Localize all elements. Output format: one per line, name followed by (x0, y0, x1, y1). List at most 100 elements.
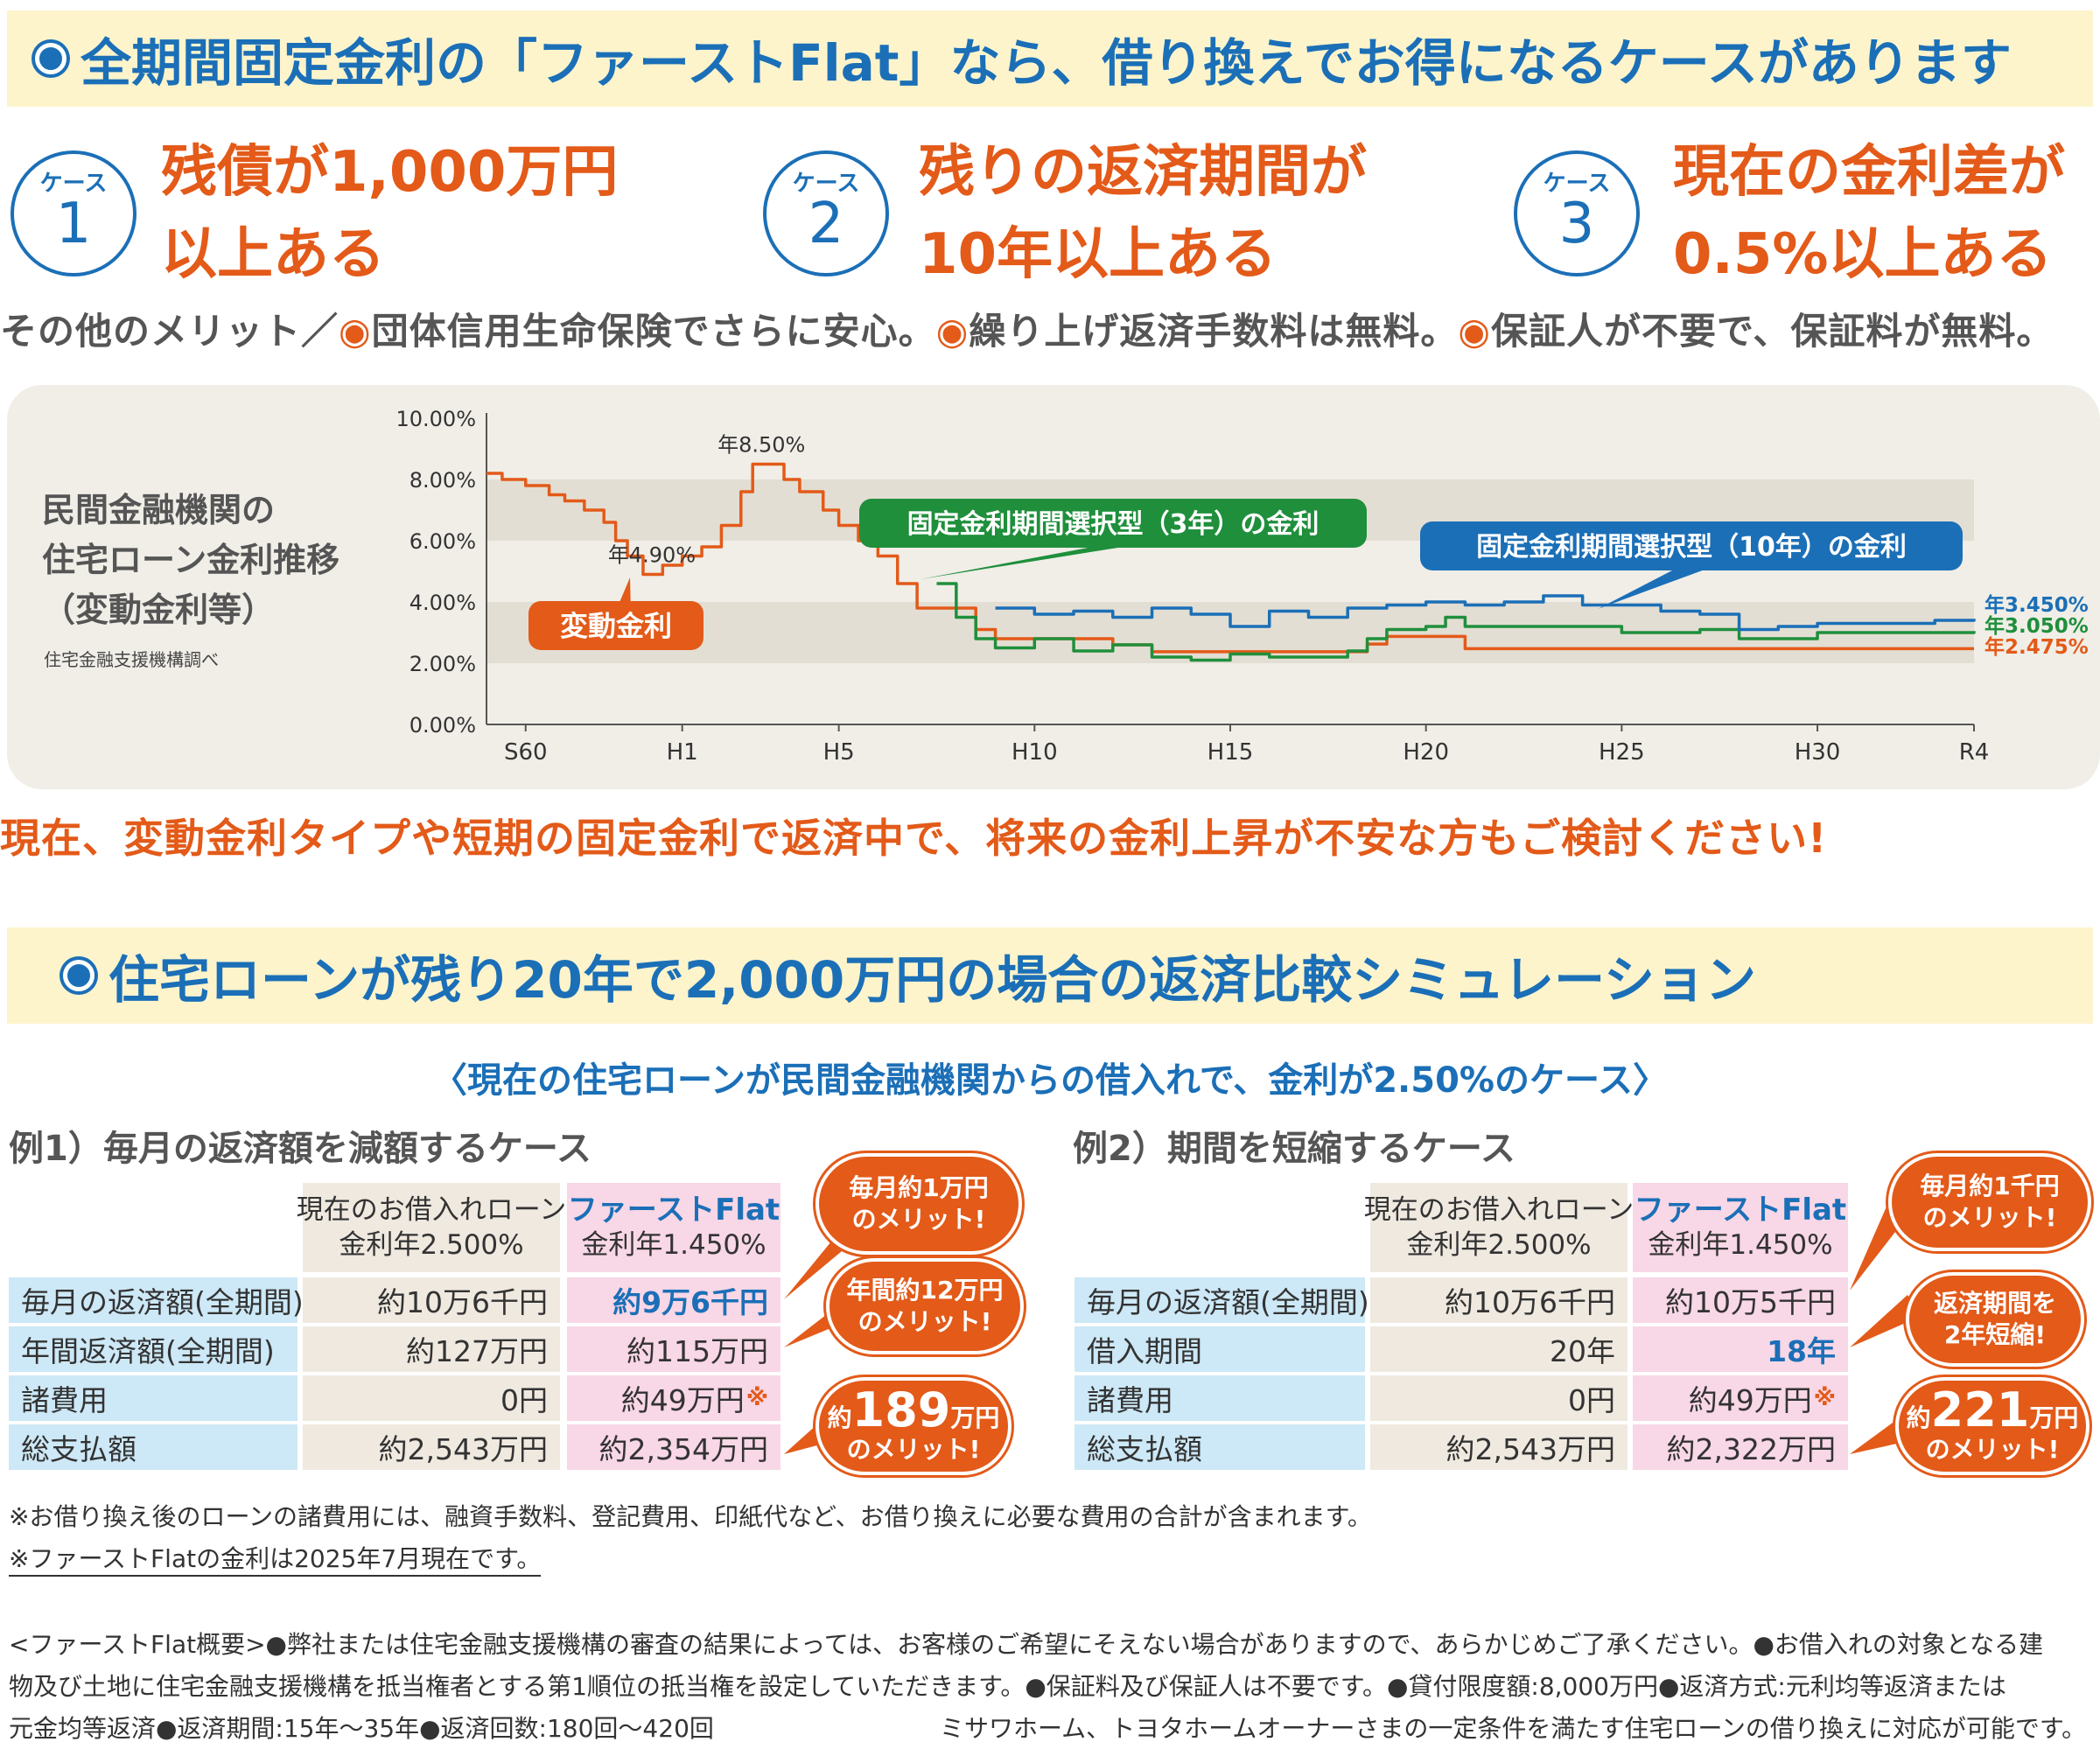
chart-title-line: （変動金利等） (42, 591, 276, 629)
row-ff-text: 約49万円 (1688, 1383, 1812, 1417)
case-label: ケース (1543, 171, 1611, 198)
header-current-loan: 現在のお借入れローン 金利年2.500% (1364, 1183, 1634, 1272)
series-label: 変動金利 (528, 577, 704, 650)
series-label-text: 変動金利 (560, 610, 672, 643)
bullet-icon: ◉ (935, 310, 970, 353)
bullet-icon: ◉ (1458, 310, 1492, 353)
row-current-value: 約10万6千円 (1370, 1277, 1628, 1323)
case-number: 3 (1558, 192, 1595, 257)
series-end-label: 年3.050% (1984, 614, 2089, 638)
header-first-flat: ファーストFlat 金利年1.450% (1633, 1183, 1848, 1272)
x-tick-label: R4 (1959, 739, 1990, 766)
bubble-big: 221 (1930, 1382, 2030, 1438)
row-label: 諸費用 (9, 1375, 298, 1421)
merit-item: 保証人が不要で、保証料が無料。 (1491, 310, 2054, 353)
bubble-line: のメリット! (1922, 1203, 2057, 1232)
row-ff-value: 約49万円※ (567, 1375, 780, 1421)
merit-bubble-monthly: 毎月約1千円 のメリット! (1888, 1153, 2091, 1251)
bubble-line: のメリット! (1925, 1435, 2060, 1464)
row-ff-text: 約49万円 (620, 1383, 745, 1417)
chart-axes (486, 413, 1974, 725)
header-line: 金利年2.500% (339, 1229, 524, 1261)
chart-title-line: 住宅ローン金利推移 (42, 541, 340, 579)
bubble-line: 返済期間を (1933, 1289, 2056, 1318)
y-tick-label: 4.00% (410, 591, 476, 615)
row-ff-value: 約2,322万円 (1633, 1424, 1848, 1470)
x-tick-label: H30 (1795, 739, 1841, 766)
row-current-value: 約127万円 (303, 1326, 560, 1372)
row-label: 総支払額 (9, 1424, 298, 1470)
series-label: 固定金利期間選択型（10年）の金利 (1420, 521, 1963, 609)
bullet-icon: ◉ (339, 310, 372, 353)
row-current-value: 約2,543万円 (303, 1424, 560, 1470)
note-2: ※ファーストFlatの金利は2025年7月現在です。 (9, 1540, 542, 1577)
case-line: 残りの返済期間が (919, 140, 1367, 205)
case-text-3: 現在の金利差が 0.5%以上ある (1673, 131, 2065, 296)
header-line: ファーストFlat (567, 1193, 780, 1228)
row-label: 借入期間 (1074, 1326, 1365, 1372)
case-badge-3: ケース 3 (1514, 150, 1640, 276)
bubble-line: 年間約12万円 (846, 1276, 1004, 1305)
y-tick-label: 2.00% (410, 652, 476, 676)
banner-title-2: 住宅ローンが残り20年で2,000万円の場合の返済比較シミュレーション (7, 927, 2093, 1024)
row-ff-value: 18年 (1633, 1326, 1848, 1372)
row-current-value: 20年 (1370, 1326, 1628, 1372)
merit-bubble-period: 返済期間を 2年短縮! (1906, 1272, 2084, 1367)
series-line (936, 582, 1976, 662)
header-line: 金利年1.450% (1648, 1229, 1833, 1261)
annotation-label: 年4.90% (608, 543, 696, 568)
chart-panel (7, 385, 2100, 789)
merit-bubble-monthly: 毎月約1万円 のメリット! (816, 1153, 1022, 1255)
row-ff-text: 約2,354万円 (598, 1432, 768, 1466)
bubble-line: のメリット! (851, 1205, 986, 1234)
series-label: 固定金利期間選択型（3年）の金利 (859, 499, 1367, 579)
row-label: 毎月の返済額(全期間) (9, 1277, 304, 1323)
row-ff-value: 約49万円※ (1633, 1375, 1848, 1421)
x-tick-label: H10 (1012, 739, 1058, 766)
case-number: 1 (55, 192, 92, 257)
bullet-icon (35, 43, 66, 74)
series-label-text: 固定金利期間選択型（3年）の金利 (907, 509, 1320, 540)
chart-source: 住宅金融支援機構調べ (44, 649, 219, 670)
simulation-subheader: 〈現在の住宅ローンが民間金融機関からの借入れで、金利が2.50%のケース〉 (432, 1060, 1668, 1101)
row-current-value: 約10万6千円 (303, 1277, 560, 1323)
row-ff-text: 約2,322万円 (1666, 1432, 1836, 1466)
y-axis-ticks: 10.00% 8.00% 6.00% 4.00% 2.00% 0.00% (396, 407, 476, 738)
bubble-line: のメリット! (846, 1435, 981, 1464)
bubble-post: 万円 (2029, 1403, 2079, 1432)
bubble-pre: 約 (1906, 1403, 1931, 1432)
footer-line-3: 元金均等返済●返済期間:15年〜35年●返済回数:180回〜420回 (9, 1714, 714, 1743)
bubble-big: 189 (851, 1382, 951, 1438)
y-tick-label: 6.00% (410, 529, 476, 554)
row-label: 総支払額 (1074, 1424, 1365, 1470)
case-text-1: 残債が1,000万円 以上ある (161, 131, 618, 296)
note-mark: ※ (1813, 1385, 1836, 1411)
bubble-line: 毎月約1千円 (1920, 1172, 2060, 1200)
row-ff-text: 約10万5千円 (1665, 1285, 1836, 1319)
series-label-pointer (1598, 569, 1707, 609)
x-tick-label: H20 (1403, 739, 1449, 766)
chart-annotations: 年8.50%年4.90% (608, 433, 806, 568)
banner-text: 住宅ローンが残り20年で2,000万円の場合の返済比較シミュレーション (108, 950, 1756, 1010)
header-current-loan: 現在のお借入れローン 金利年2.500% (297, 1183, 566, 1272)
note-mark: ※ (746, 1385, 768, 1411)
y-tick-label: 0.00% (410, 713, 476, 738)
header-line: 金利年1.450% (581, 1229, 766, 1261)
series-label-box (859, 499, 1367, 548)
y-tick-label: 8.00% (410, 468, 476, 493)
case-label: ケース (792, 171, 860, 198)
example1-title: 例1）毎月の返済額を減額するケース (9, 1129, 592, 1169)
chart-title-line: 民間金融機関の (42, 491, 276, 529)
bubble-line: 毎月約1万円 (849, 1173, 989, 1202)
bubble-post: 万円 (950, 1403, 1000, 1432)
footer-line-2: 物及び土地に住宅金融支援機構を抵当権者とする第1順位の抵当権を設定していただきま… (9, 1672, 2006, 1701)
x-tick-label: S60 (504, 739, 548, 766)
row-label: 諸費用 (1074, 1375, 1365, 1421)
bubble-line: 2年短縮! (1943, 1320, 2047, 1349)
case-line: 残債が1,000万円 (161, 140, 619, 205)
y-tick-label: 10.00% (396, 407, 476, 431)
series-label-pointer (920, 546, 1129, 579)
banner-text: 全期間固定金利の「ファーストFlat」なら、借り換えでお得になるケースがあります (80, 33, 2012, 93)
row-ff-text: 約9万6千円 (612, 1285, 768, 1319)
